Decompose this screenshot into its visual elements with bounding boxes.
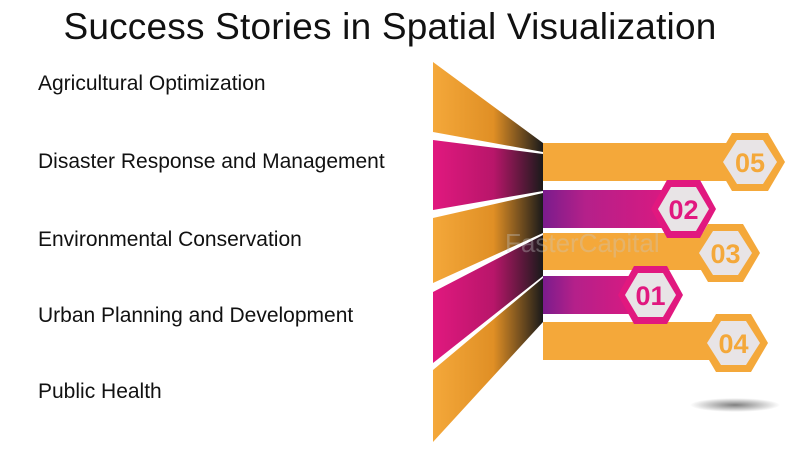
list-item-environmental: Environmental Conservation xyxy=(38,228,302,251)
list-item-public-health: Public Health xyxy=(38,380,162,403)
badge-04-label: 04 xyxy=(718,329,748,359)
list-item-urban: Urban Planning and Development xyxy=(38,304,354,327)
arrow-05 xyxy=(543,143,748,181)
badge-01-label: 01 xyxy=(635,281,665,311)
band-2 xyxy=(433,140,543,210)
badge-05-label: 05 xyxy=(735,148,765,178)
band-4 xyxy=(433,235,543,363)
badge-01: 01 xyxy=(618,266,683,324)
band-1 xyxy=(433,62,543,152)
arrow-04 xyxy=(543,322,728,360)
watermark: FasterCapital xyxy=(505,228,660,258)
badge-03-label: 03 xyxy=(710,239,740,269)
badge-02-label: 02 xyxy=(668,195,698,225)
badge-02: 02 xyxy=(651,180,716,238)
funnel-bands xyxy=(433,62,543,442)
badge-03: 03 xyxy=(691,224,760,282)
band-3 xyxy=(433,193,543,283)
arrow-03 xyxy=(543,233,713,270)
badge-05: 05 xyxy=(715,133,785,191)
band-5 xyxy=(433,278,543,442)
page-title: Success Stories in Spatial Visualization xyxy=(63,6,717,47)
list-item-disaster: Disaster Response and Management xyxy=(38,150,385,173)
floor-shadow xyxy=(690,398,780,412)
badge-04: 04 xyxy=(699,314,768,372)
list-item-agricultural: Agricultural Optimization xyxy=(38,72,266,95)
